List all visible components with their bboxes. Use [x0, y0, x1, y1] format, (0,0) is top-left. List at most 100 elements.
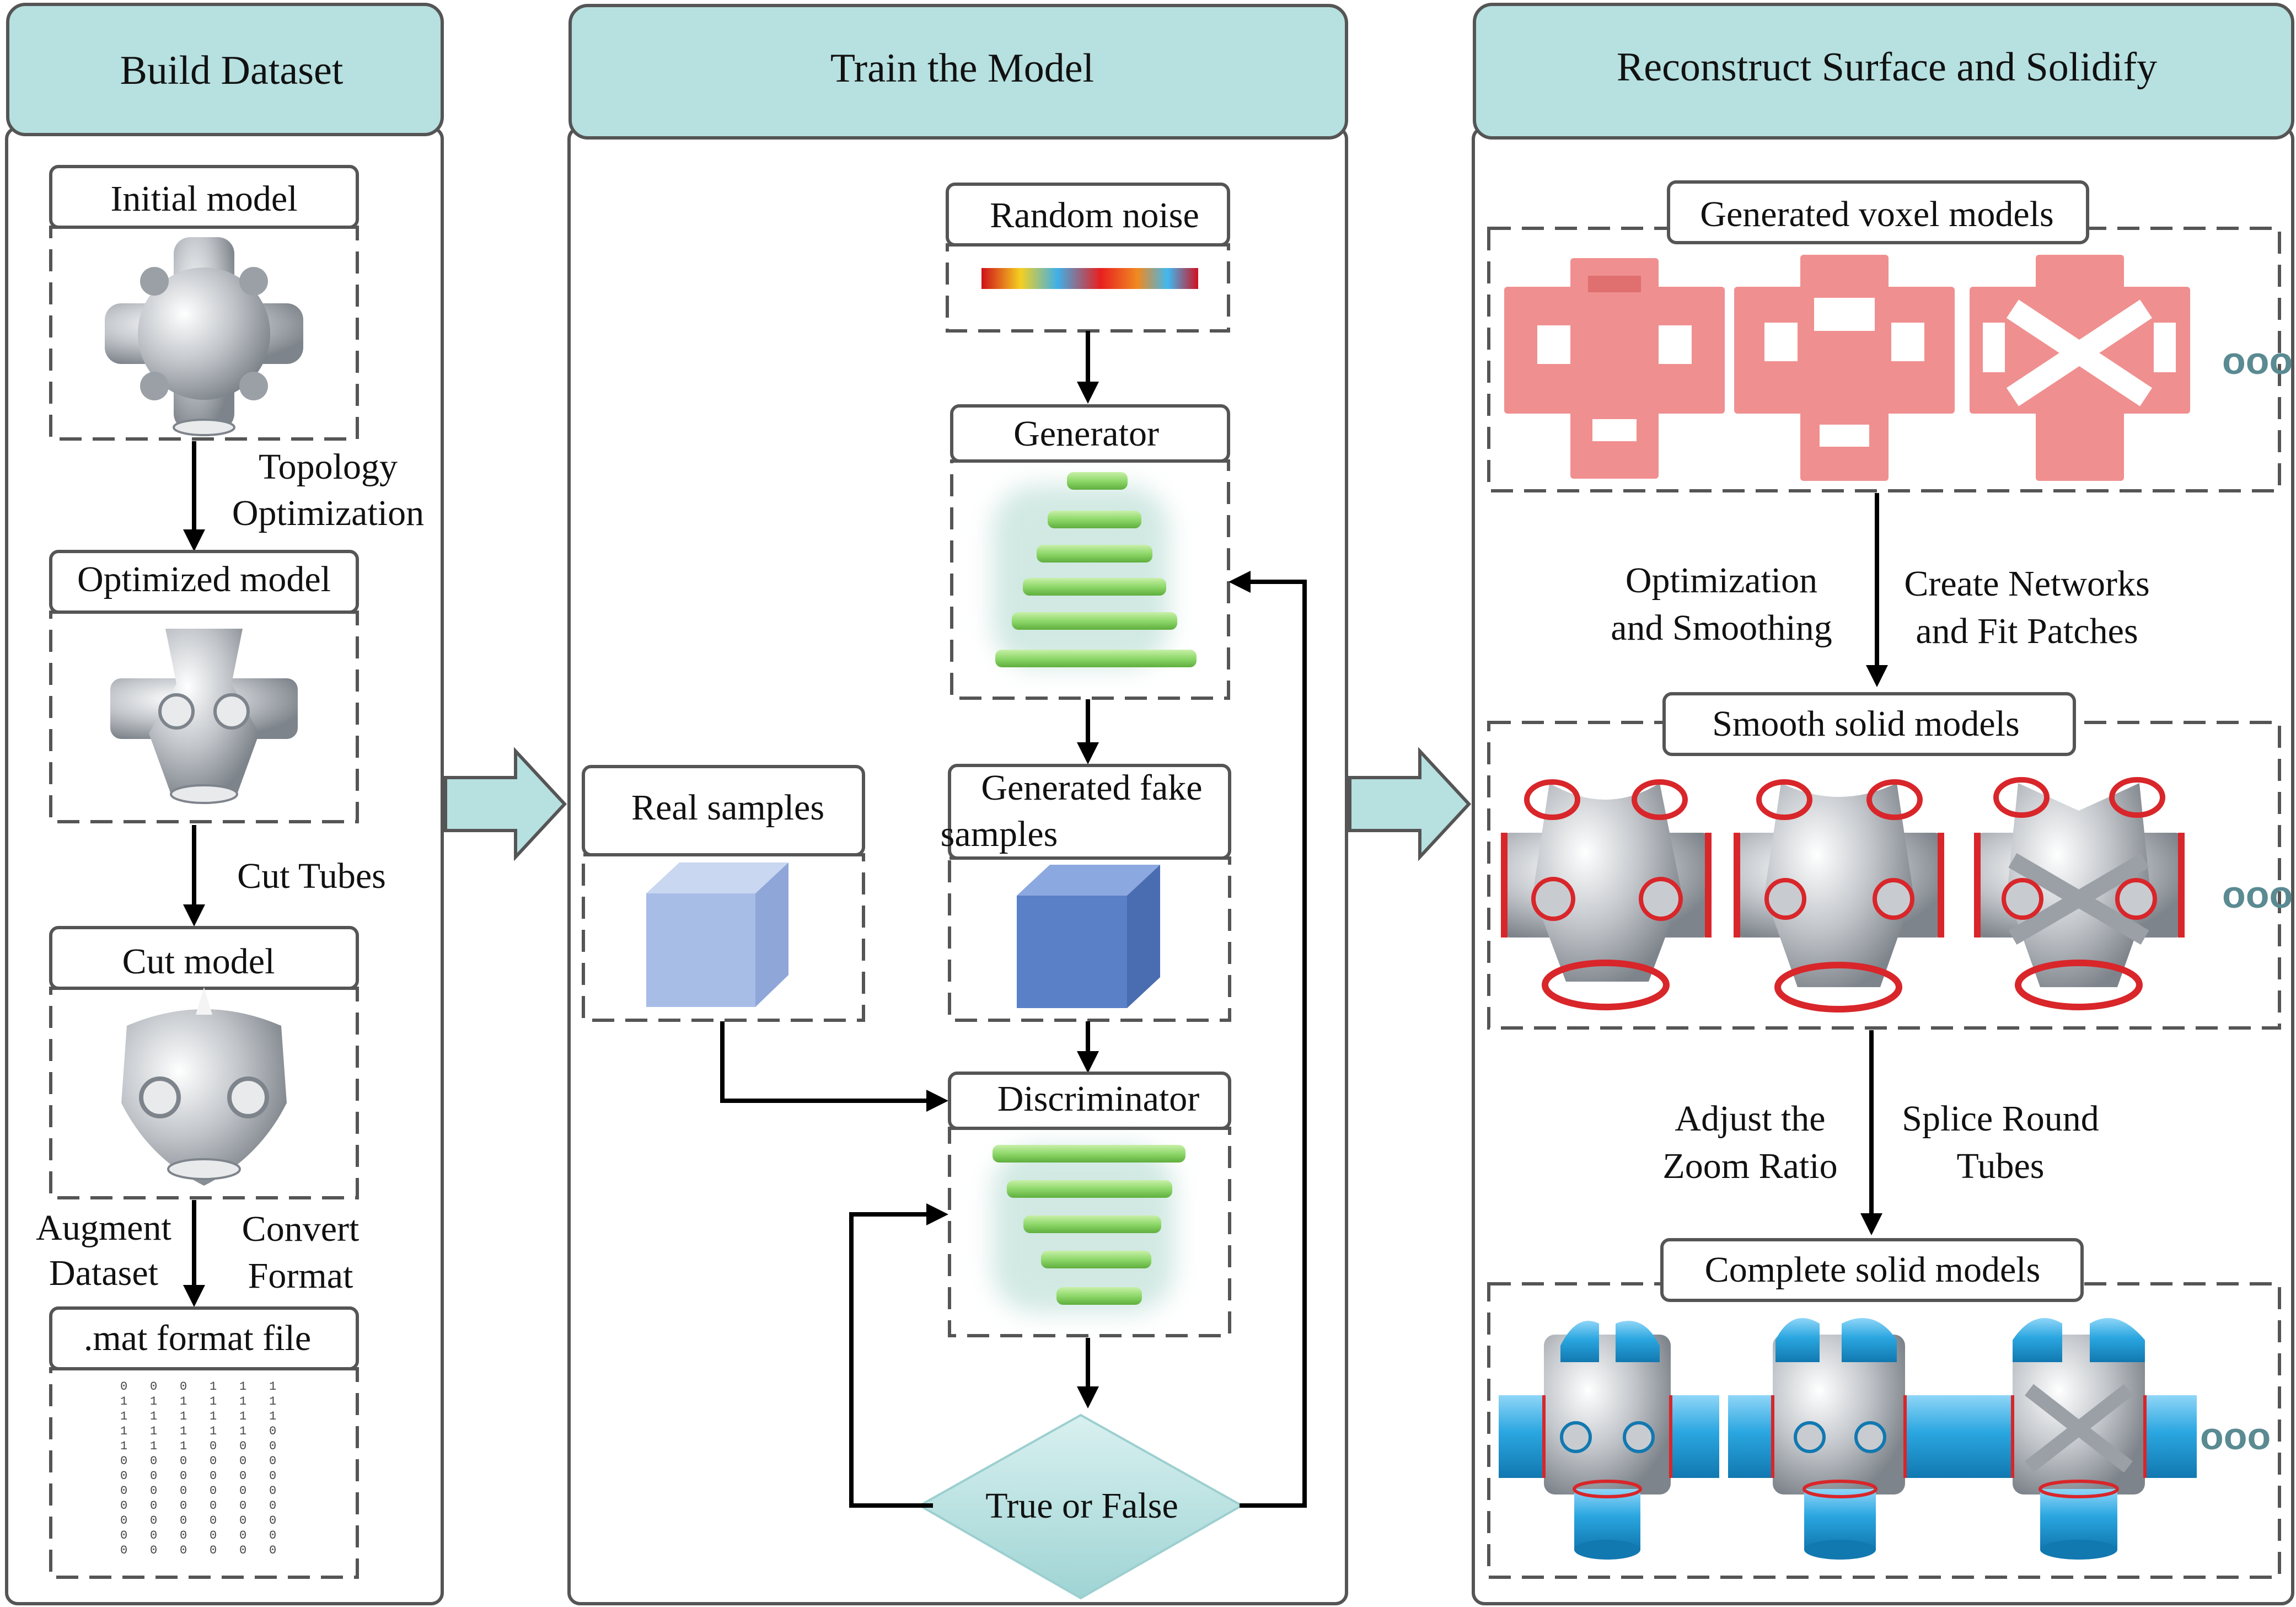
splice-caption-1: Splice Round	[1902, 1099, 2099, 1139]
noise-vector-bar	[981, 268, 1198, 289]
mat-cell: 0	[150, 1499, 157, 1513]
mat-cell: 0	[269, 1544, 276, 1557]
true-false-decision	[917, 1413, 1244, 1600]
reconstruct-title: Reconstruct Surface and Solidify	[1617, 45, 2157, 90]
mat-cell: 0	[180, 1380, 187, 1394]
build-dataset-header	[6, 3, 444, 136]
cut-model-label: Cut model	[122, 941, 275, 982]
zoom-caption-2: Zoom Ratio	[1662, 1146, 1837, 1186]
networks-caption-1: Create Networks	[1904, 564, 2149, 604]
mat-cell: 0	[269, 1499, 276, 1513]
mat-cell: 0	[269, 1439, 276, 1453]
mat-cell: 1	[239, 1424, 246, 1438]
discriminator-label: Discriminator	[997, 1079, 1200, 1119]
mat-cell: 0	[210, 1454, 217, 1468]
augment-caption-1: Augment	[36, 1208, 171, 1248]
convert-caption-2: Format	[248, 1256, 353, 1296]
mat-cell: 0	[269, 1454, 276, 1468]
smooth-models-frame	[1487, 721, 2281, 1030]
mat-cell: 1	[120, 1424, 127, 1438]
splice-caption-2: Tubes	[1957, 1146, 2045, 1186]
mat-cell: 0	[180, 1499, 187, 1513]
train-model-panel: Train the Model Random noise Generator R…	[567, 4, 1348, 1605]
mat-cell: 1	[150, 1424, 157, 1438]
mat-cell: 1	[239, 1410, 246, 1423]
complete-model-3	[1960, 1318, 2197, 1560]
mat-cell: 0	[180, 1454, 187, 1468]
generator-network-layers	[993, 472, 1197, 667]
mat-cell: 0	[180, 1544, 187, 1557]
mat-cell: 0	[180, 1514, 187, 1528]
discriminator-network-layers	[993, 1145, 1185, 1313]
mat-cell: 1	[120, 1410, 127, 1423]
mat-cell: 0	[269, 1529, 276, 1542]
mat-cell: 0	[239, 1529, 246, 1542]
mat-cell: 0	[120, 1380, 127, 1394]
augment-caption-2: Dataset	[49, 1253, 158, 1293]
mat-cell: 1	[180, 1439, 187, 1453]
mat-cell: 1	[269, 1395, 276, 1408]
mat-cell: 1	[210, 1395, 217, 1408]
mat-cell: 0	[269, 1484, 276, 1498]
train-model-title: Train the Model	[830, 46, 1094, 91]
real-samples-frame	[582, 853, 865, 1022]
fake-samples-label-2: samples	[941, 814, 1058, 854]
mat-cell: 0	[180, 1484, 187, 1498]
real-sample-cube	[646, 863, 788, 1007]
mat-cell: 1	[269, 1410, 276, 1423]
feedback-arrow-to-discriminator	[849, 1203, 948, 1508]
fake-samples-label-1: Generated fake	[981, 768, 1202, 808]
mat-cell: 0	[120, 1514, 127, 1528]
mat-cell: 0	[210, 1544, 217, 1557]
generator-label: Generator	[1013, 414, 1159, 454]
mat-file-frame	[49, 1367, 359, 1579]
real-samples-label: Real samples	[631, 788, 824, 828]
networks-caption-2: and Fit Patches	[1916, 611, 2138, 651]
big-arrow-build-to-train	[444, 747, 567, 861]
mat-cell: 0	[150, 1380, 157, 1394]
zoom-caption-1: Adjust the	[1675, 1099, 1825, 1139]
mat-cell: 0	[210, 1484, 217, 1498]
complete-models-label: Complete solid models	[1705, 1250, 2041, 1290]
complete-model-1	[1499, 1321, 1719, 1560]
fake-sample-cube	[1017, 865, 1160, 1008]
complete-models-frame	[1487, 1282, 2281, 1579]
mat-cell: 1	[180, 1395, 187, 1408]
train-model-header	[568, 4, 1348, 140]
topology-caption-2: Optimization	[232, 493, 424, 533]
mat-cell: 0	[120, 1544, 127, 1557]
mat-cell: 0	[239, 1499, 246, 1513]
mat-cell: 1	[180, 1410, 187, 1423]
optimized-model-shape	[110, 629, 298, 804]
build-dataset-title: Build Dataset	[120, 48, 344, 93]
mat-cell: 1	[120, 1395, 127, 1408]
mat-cell: 0	[210, 1439, 217, 1453]
mat-cell: 0	[239, 1514, 246, 1528]
mat-cell: 1	[150, 1395, 157, 1408]
mat-cell: 0	[269, 1469, 276, 1483]
discriminator-frame	[948, 1127, 1231, 1337]
convert-caption-1: Convert	[242, 1209, 360, 1249]
mat-cell: 0	[150, 1544, 157, 1557]
reconstruct-header	[1473, 3, 2294, 140]
fake-samples-frame	[948, 856, 1231, 1022]
mat-cell: 1	[150, 1439, 157, 1453]
smooth-models-ellipsis: ooo	[2222, 873, 2293, 916]
mat-cell: 0	[150, 1484, 157, 1498]
smooth-models-label: Smooth solid models	[1712, 704, 2019, 744]
optimized-model-label: Optimized model	[77, 559, 331, 599]
mat-cell: 0	[210, 1469, 217, 1483]
voxel-model-2	[1734, 255, 1955, 481]
mat-cell: 0	[180, 1469, 187, 1483]
mat-cell: 1	[120, 1439, 127, 1453]
topology-caption-1: Topology	[259, 447, 398, 487]
mat-cell: 0	[210, 1499, 217, 1513]
mat-cell: 0	[239, 1484, 246, 1498]
mat-cell: 0	[150, 1529, 157, 1542]
smooth-model-1	[1501, 779, 1712, 1010]
voxel-models-label-box	[1667, 180, 2089, 244]
mat-cell: 0	[150, 1514, 157, 1528]
mat-cell: 1	[150, 1410, 157, 1423]
voxel-models-ellipsis: ooo	[2222, 339, 2293, 382]
